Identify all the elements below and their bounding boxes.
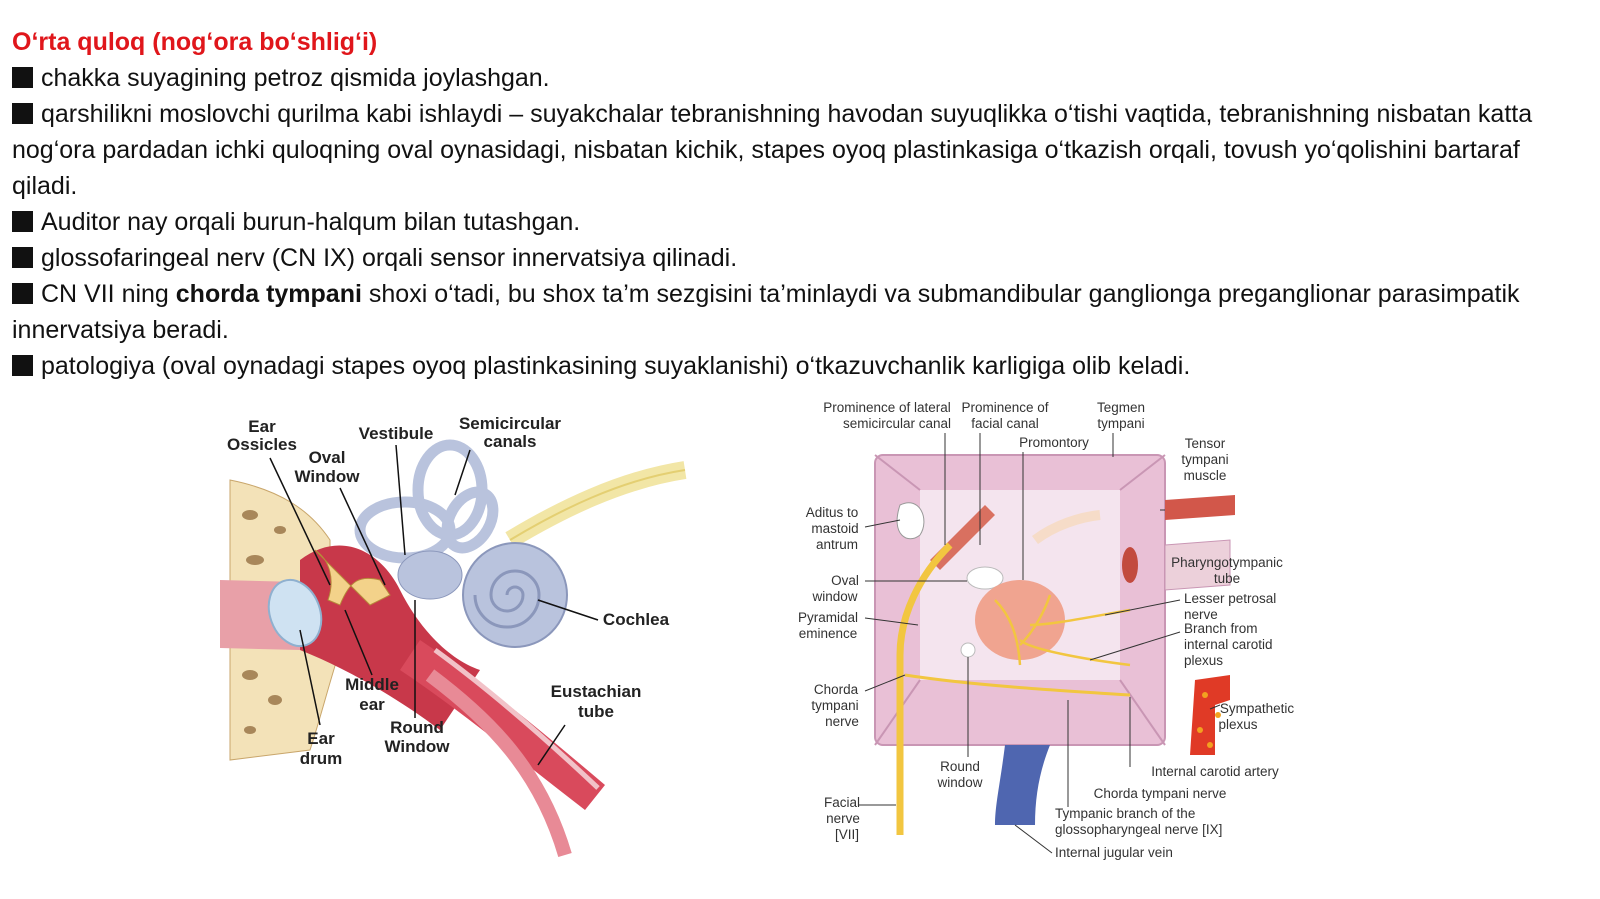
oval-window [966,566,1004,590]
label-promontory: Promontory [1019,435,1089,450]
svg-text:tympani: tympani [1181,452,1228,467]
label-internal-jugular: Internal jugular vein [1055,845,1173,860]
square-bullet-icon [12,283,33,304]
label-sympathetic-plexus: Sympathetic [1220,701,1295,716]
bullet-5: CN VII ning chorda tympani shoxi o‘tadi,… [12,280,1520,344]
label-branch-carotid-plexus: Branch from [1184,621,1258,636]
svg-text:Window: Window [295,467,361,486]
label-chorda-tympani: Chorda [814,682,859,697]
label-aditus: Aditus to [806,505,859,520]
ossicles [314,549,391,606]
chorda-tympani-nerve [904,673,1131,697]
bullet-3: Auditor nay orqali burun-halqum bilan tu… [12,204,1572,240]
label-tegmen: Tegmen [1097,400,1145,415]
eustachian-tube-wall [425,669,572,857]
bone-texture [242,510,286,734]
label-semicircular-canals: Semicircular [459,414,561,433]
svg-text:nerve: nerve [826,811,860,826]
label-oval-window: Oval [831,573,859,588]
square-bullet-icon [12,355,33,376]
svg-text:glossopharyngeal nerve [IX]: glossopharyngeal nerve [IX] [1055,822,1222,837]
svg-text:tympani: tympani [811,698,858,713]
aditus-opening [896,502,925,540]
label-facial-nerve: Facial [824,795,860,810]
bullet-1: chakka suyagining petroz qismida joylash… [12,60,1572,96]
auditory-nerve [505,461,687,548]
label-tympanic-branch: Tympanic branch of the [1055,806,1195,821]
svg-text:ear: ear [359,695,385,714]
label-prominence-facial: Prominence of [961,400,1048,415]
svg-text:nerve: nerve [825,714,859,729]
eustachian-tube [400,640,605,810]
cochlea [462,542,568,648]
label-oval-window: Oval [309,448,346,467]
text-block: O‘rta quloq (nog‘ora bo‘shlig‘i) chakka … [12,24,1572,384]
svg-text:plexus: plexus [1218,717,1257,732]
svg-text:nerve: nerve [1184,607,1218,622]
tympani-muscle-tendon [1122,547,1138,583]
svg-text:tube: tube [578,702,614,721]
svg-text:window: window [936,775,982,790]
label-ear-ossicles: Ear [248,417,276,436]
label-middle-ear: Middle [345,675,399,694]
svg-text:antrum: antrum [816,537,858,552]
label-lesser-petrosal: Lesser petrosal [1184,591,1276,606]
svg-text:Window: Window [385,737,451,756]
svg-text:Ossicles: Ossicles [227,435,297,454]
tensor-tympani-muscle [1165,495,1235,520]
label-internal-carotid: Internal carotid artery [1151,764,1279,779]
svg-text:[VII]: [VII] [835,827,859,842]
ear-anatomy-figure: Ear Ossicles Vestibule Semicircular cana… [220,414,687,857]
label-round-window: Round [390,718,444,737]
label-chorda-tympani-nerve: Chorda tympani nerve [1094,786,1227,801]
svg-text:canals: canals [484,432,537,451]
bullet-6: patologiya (oval oynadagi stapes oyoq pl… [12,348,1572,384]
svg-text:plexus: plexus [1184,653,1223,668]
label-pyramidal: Pyramidal [798,610,858,625]
square-bullet-icon [12,211,33,232]
bullet-4: glossofaringeal nerv (CN IX) orqali sens… [12,240,1572,276]
slide-title: O‘rta quloq (nog‘ora bo‘shlig‘i) [12,28,378,56]
sympathetic-plexus [1197,692,1221,748]
internal-carotid-artery [1190,675,1230,755]
tympanic-cavity-figure: Prominence of lateral semicircular canal… [798,400,1295,860]
facial-nerve [896,542,953,835]
label-ear-drum: Ear [307,729,335,748]
square-bullet-icon [12,103,33,124]
tegmen-process [1032,510,1101,545]
label-round-window: Round [940,759,980,774]
vestibule [397,550,463,600]
label-vestibule: Vestibule [359,424,434,443]
svg-text:window: window [811,589,857,604]
svg-text:facial canal: facial canal [971,416,1039,431]
internal-jugular-vein [995,745,1050,825]
svg-text:tympani: tympani [1097,416,1144,431]
ear-drum [267,578,323,648]
label-eustachian-tube: Eustachian [551,682,642,701]
bullet-2: qarshilikni moslovchi qurilma kabi ishla… [12,100,1533,200]
label-prominence-lateral: Prominence of lateral [823,400,951,415]
square-bullet-icon [12,67,33,88]
svg-text:mastoid: mastoid [811,521,858,536]
semicircular-canals [354,439,499,564]
svg-text:eminence: eminence [799,626,858,641]
svg-text:semicircular canal: semicircular canal [843,416,951,431]
promontory [975,580,1065,660]
round-window [960,642,976,658]
svg-text:drum: drum [300,749,343,768]
leader-lines [269,444,599,766]
label-cochlea: Cochlea [603,610,670,629]
nerve-outline [509,469,686,541]
right-leader-lines [858,433,1221,854]
label-pharyngotympanic: Pharyngotympanic [1171,555,1283,570]
eustachian-tube-inner [433,647,600,790]
label-tensor-tympani: Tensor [1185,436,1226,451]
svg-text:tube: tube [1214,571,1240,586]
square-bullet-icon [12,247,33,268]
svg-text:muscle: muscle [1184,468,1227,483]
pharyngotympanic-tube [1164,539,1231,591]
svg-text:internal carotid: internal carotid [1184,637,1273,652]
